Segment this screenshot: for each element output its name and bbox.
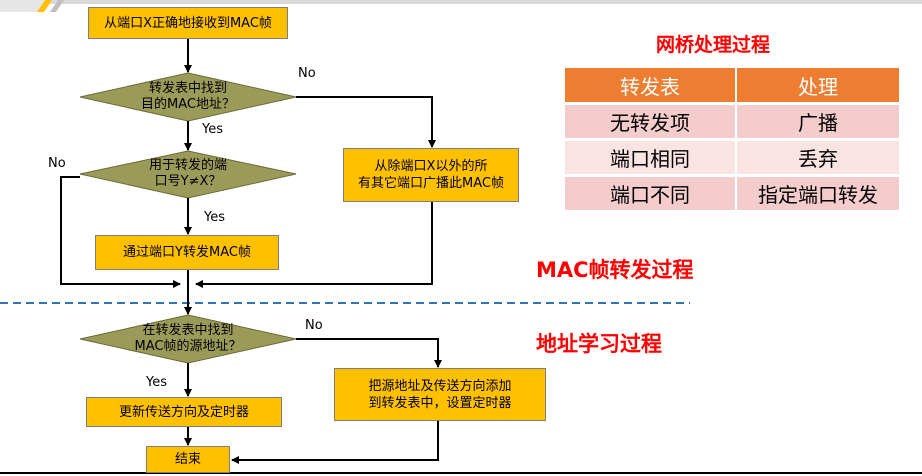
edge-add-to-end bbox=[231, 421, 439, 464]
label-no-src: No bbox=[305, 318, 323, 333]
cell-condition: 无转发项 bbox=[565, 102, 737, 138]
broadcast-line-1: 从除端口X以外的所 bbox=[374, 159, 488, 174]
edge-no-to-broadcast bbox=[296, 96, 436, 148]
cell-action: 指定端口转发 bbox=[737, 174, 901, 210]
label-yes-src: Yes bbox=[146, 375, 167, 390]
box-add-to-table: 把源地址及传送方向添加 到转发表中，设置定时器 bbox=[334, 368, 546, 421]
decision-find-dest-text: 转发表中找到 目的MAC地址？ bbox=[108, 80, 268, 114]
corner-stripe-2 bbox=[50, 0, 64, 12]
edge-broadcast-to-merge bbox=[195, 202, 433, 288]
find-src-line-2: MAC帧的源地址？ bbox=[134, 339, 242, 354]
table-header-row: 转发表 处理 bbox=[565, 68, 901, 102]
cell-condition: 端口不同 bbox=[565, 174, 737, 210]
decision-port-differs-text: 用于转发的端 口号Y≠X？ bbox=[108, 157, 268, 191]
decision-find-src-text: 在转发表中找到 MAC帧的源地址？ bbox=[108, 322, 268, 356]
header-handling: 处理 bbox=[737, 68, 901, 102]
box-receive-frame: 从端口X正确地接收到MAC帧 bbox=[88, 7, 288, 39]
cell-action: 丢弃 bbox=[737, 138, 901, 174]
address-learning-title: 地址学习过程 bbox=[536, 332, 662, 356]
table-row: 端口相同 丢弃 bbox=[565, 138, 901, 174]
corner-decoration bbox=[0, 0, 50, 12]
add-line-1: 把源地址及传送方向添加 bbox=[368, 378, 512, 394]
top-strip bbox=[0, 0, 922, 4]
box-forward-port-y: 通过端口Y转发MAC帧 bbox=[95, 235, 279, 270]
label-no-dest: No bbox=[298, 66, 316, 81]
find-dest-line-1: 转发表中找到 bbox=[148, 81, 227, 96]
box-update-timer: 更新传送方向及定时器 bbox=[86, 397, 282, 427]
table-row: 端口不同 指定端口转发 bbox=[565, 174, 901, 210]
mac-forward-title: MAC帧转发过程 bbox=[536, 258, 694, 282]
cell-condition: 端口相同 bbox=[565, 138, 737, 174]
edge-no-to-merge bbox=[60, 176, 181, 288]
header-forwarding-table: 转发表 bbox=[565, 68, 737, 102]
label-yes-port: Yes bbox=[204, 210, 225, 225]
edge-no-to-add bbox=[296, 338, 442, 368]
corner-stripe bbox=[37, 0, 52, 12]
bridge-process-title: 网桥处理过程 bbox=[656, 34, 771, 56]
port-differs-line-2: 口号Y≠X？ bbox=[154, 174, 222, 189]
find-dest-line-2: 目的MAC地址？ bbox=[141, 97, 235, 112]
cell-action: 广播 bbox=[737, 102, 901, 138]
label-yes-dest: Yes bbox=[202, 122, 223, 137]
label-no-port: No bbox=[48, 156, 66, 171]
add-line-2: 到转发表中，设置定时器 bbox=[368, 395, 512, 411]
table-row: 无转发项 广播 bbox=[565, 102, 901, 138]
box-end: 结束 bbox=[146, 446, 230, 473]
port-differs-line-1: 用于转发的端 bbox=[148, 158, 227, 173]
box-broadcast: 从除端口X以外的所 有其它端口广播此MAC帧 bbox=[343, 148, 519, 202]
processing-table: 转发表 处理 无转发项 广播 端口相同 丢弃 端口不同 指定端口转发 bbox=[565, 68, 901, 210]
broadcast-line-2: 有其它端口广播此MAC帧 bbox=[358, 176, 504, 191]
find-src-line-1: 在转发表中找到 bbox=[142, 323, 234, 338]
